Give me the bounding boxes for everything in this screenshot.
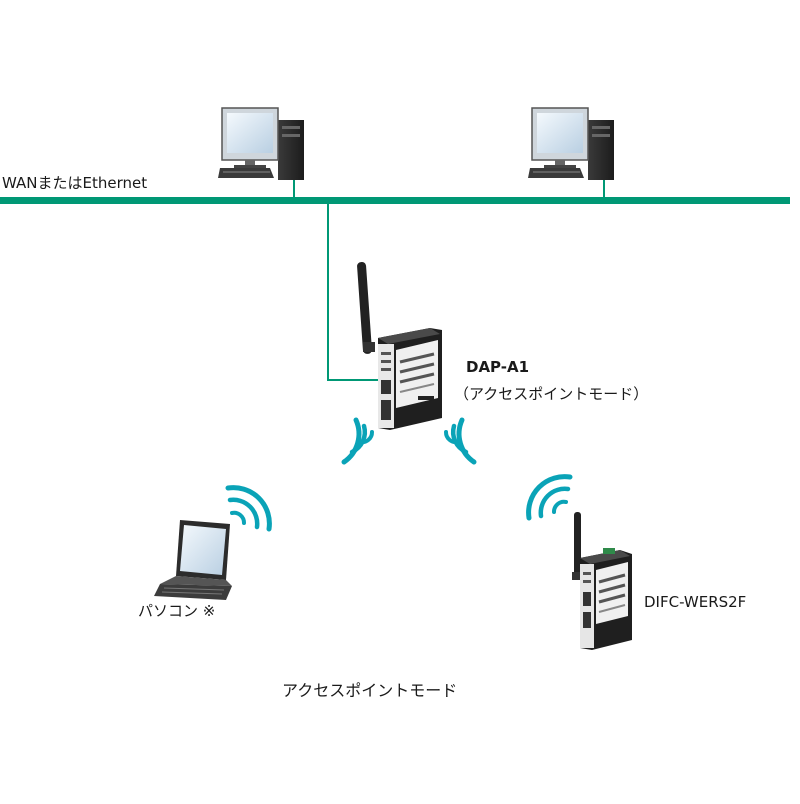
desktop-pc-icon bbox=[528, 107, 614, 180]
wifi-signal-icon bbox=[225, 485, 272, 532]
laptop-icon bbox=[154, 520, 232, 600]
access-point-name: DAP-A1 bbox=[466, 358, 530, 376]
wifi-signal-icon bbox=[444, 417, 477, 465]
wireless-router-icon bbox=[357, 262, 442, 430]
network-label: WANまたはEthernet bbox=[2, 174, 148, 192]
diagram-caption: アクセスポイントモード bbox=[282, 681, 458, 700]
desktop-pc-icon bbox=[218, 107, 304, 180]
client-device-label: DIFC-WERS2F bbox=[644, 593, 747, 611]
network-bus-line bbox=[0, 197, 790, 204]
access-point-mode: （アクセスポイントモード） bbox=[454, 385, 649, 403]
laptop-label: パソコン ※ bbox=[138, 602, 216, 620]
wifi-signal-icon bbox=[526, 474, 573, 521]
wireless-router-icon bbox=[572, 512, 632, 650]
ap-uplink-line bbox=[327, 203, 380, 381]
wifi-signal-icon bbox=[341, 417, 374, 465]
